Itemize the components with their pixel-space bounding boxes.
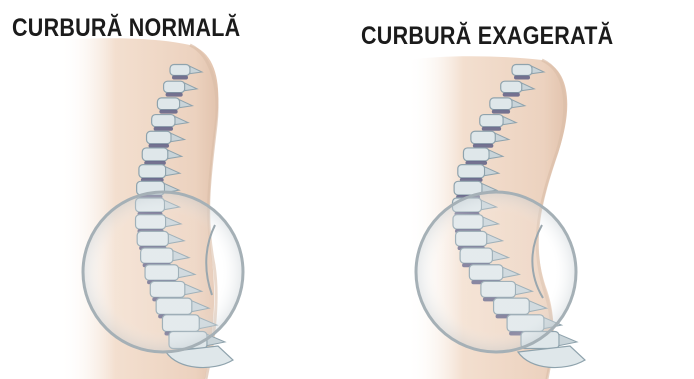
intervertebral-disc — [492, 110, 510, 114]
vertebra — [490, 98, 512, 110]
exaggerated-curvature-panel: CURBURĂ EXAGERATĂ — [347, 0, 694, 379]
vertebra — [471, 131, 496, 144]
vertebra — [164, 81, 185, 92]
panel-title-exaggerated: CURBURĂ EXAGERATĂ — [361, 22, 613, 51]
panel-title-normal: CURBURĂ NORMALĂ — [12, 14, 240, 43]
vertebra — [501, 81, 522, 92]
vertebra — [152, 115, 175, 127]
intervertebral-disc — [503, 93, 520, 97]
vertebra — [157, 98, 179, 110]
vertebra — [142, 148, 168, 161]
intervertebral-disc — [482, 127, 501, 131]
spinous-process — [559, 334, 577, 345]
intervertebral-disc — [159, 110, 177, 114]
vertebra — [170, 65, 190, 76]
intervertebral-disc — [514, 76, 530, 80]
intervertebral-disc — [154, 127, 173, 131]
spine-exaggerated-illustration — [347, 0, 694, 379]
intervertebral-disc — [149, 144, 170, 148]
magnifier-circle-icon — [83, 192, 243, 352]
normal-curvature-panel: CURBURĂ NORMALĂ — [0, 0, 347, 379]
vertebra — [463, 148, 489, 161]
vertebra — [480, 115, 503, 127]
vertebra — [147, 131, 172, 144]
spine-normal-illustration — [0, 0, 347, 379]
vertebra — [139, 165, 166, 178]
magnifier-circle-icon — [416, 192, 576, 352]
intervertebral-disc — [166, 93, 183, 97]
vertebra — [512, 65, 532, 76]
intervertebral-disc — [172, 76, 188, 80]
intervertebral-disc — [473, 144, 494, 148]
vertebra — [458, 165, 485, 178]
